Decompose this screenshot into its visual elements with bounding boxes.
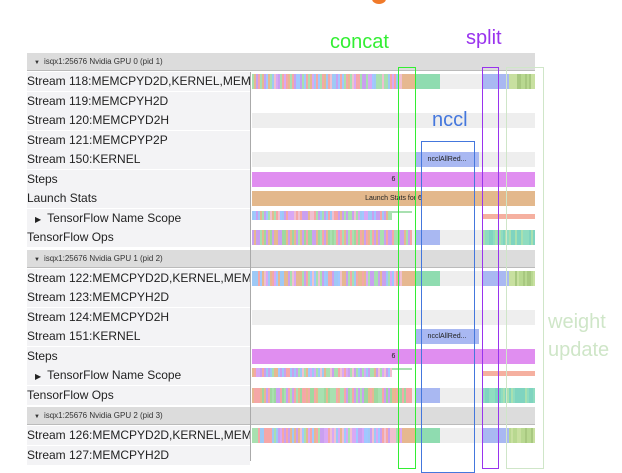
- event[interactable]: [402, 270, 415, 286]
- collapse-triangle-icon[interactable]: ▼: [34, 414, 40, 420]
- concat-label: concat: [330, 31, 389, 53]
- event[interactable]: [483, 371, 535, 376]
- event[interactable]: [483, 428, 509, 443]
- track-label: Stream 151:KERNEL: [27, 327, 250, 346]
- track-row: ▶TensorFlow Name Scope: [27, 208, 535, 228]
- track-label: Launch Stats: [27, 189, 250, 208]
- track-label: TensorFlow Ops: [27, 228, 250, 247]
- track-label: ▶TensorFlow Name Scope: [27, 366, 250, 385]
- event[interactable]: [392, 210, 412, 213]
- track-label: Stream 120:MEMCPYD2H: [27, 111, 250, 130]
- track-area[interactable]: [252, 387, 535, 403]
- event[interactable]: [483, 270, 509, 286]
- process-header[interactable]: ▼isqx1:25676 Nvidia GPU 1 (pid 2): [27, 249, 535, 268]
- event[interactable]: [392, 368, 412, 370]
- scope-events[interactable]: [252, 210, 392, 220]
- collapse-triangle-icon[interactable]: ▼: [34, 256, 40, 263]
- process-title: isqx1:25676 Nvidia GPU 0 (pid 1): [43, 57, 163, 66]
- nccl-allreduce-event[interactable]: ncclAllRed...: [415, 152, 479, 167]
- kernel-events[interactable]: [252, 74, 402, 89]
- expand-triangle-icon[interactable]: ▶: [35, 214, 42, 224]
- op-events[interactable]: [252, 387, 412, 403]
- track-label: Stream 127:MEMCPYH2D: [27, 445, 250, 465]
- track-area[interactable]: [252, 113, 535, 128]
- track-row: Stream 127:MEMCPYH2D: [27, 445, 535, 465]
- event[interactable]: [415, 74, 440, 89]
- event[interactable]: [402, 428, 415, 443]
- track-label: Stream 121:MEMCPYP2P: [27, 130, 250, 150]
- track-row: Stream 124:MEMCPYD2H: [27, 307, 535, 327]
- divider[interactable]: [250, 72, 251, 461]
- track-row: Stream 118:MEMCPYD2D,KERNEL,MEMCPY: [27, 72, 535, 91]
- track-label: Stream 123:MEMCPYH2D: [27, 288, 250, 307]
- process-title: isqx1:25676 Nvidia GPU 2 (pid 3): [43, 411, 163, 420]
- track-row: Stream 119:MEMCPYH2D: [27, 91, 535, 111]
- scope-events[interactable]: [252, 368, 392, 377]
- collapse-triangle-icon[interactable]: ▼: [34, 60, 40, 66]
- track-label: Steps: [27, 346, 250, 366]
- process-header[interactable]: ▼isqx1:25676 Nvidia GPU 2 (pid 3): [27, 407, 535, 425]
- op-events[interactable]: [483, 387, 535, 403]
- event[interactable]: [483, 74, 509, 89]
- track-area[interactable]: [252, 368, 535, 383]
- concat-box: [398, 67, 416, 469]
- weight-update-label: weight update: [548, 311, 610, 361]
- track-label: Stream 122:MEMCPYD2D,KERNEL,MEMCPY: [27, 268, 250, 288]
- track-label: Steps: [27, 169, 250, 189]
- process-header[interactable]: ▼isqx1:25676 Nvidia GPU 0 (pid 1): [27, 53, 535, 71]
- track-label: ▶TensorFlow Name Scope: [27, 208, 250, 228]
- split-box: [482, 67, 499, 469]
- track-row: Stream 150:KERNEL ncclAllRed...: [27, 150, 535, 169]
- expand-triangle-icon[interactable]: ▶: [35, 372, 42, 381]
- orange-marker: [372, 0, 386, 4]
- track-area[interactable]: [252, 309, 535, 325]
- track-row: Stream 121:MEMCPYP2P: [27, 130, 535, 150]
- track-row: TensorFlow Ops: [27, 385, 535, 405]
- step-event[interactable]: 6: [252, 348, 535, 364]
- track-row: Stream 123:MEMCPYH2D: [27, 288, 535, 307]
- kernel-events[interactable]: [252, 428, 402, 443]
- nccl-box: [421, 141, 475, 473]
- track-label: Stream 118:MEMCPYD2D,KERNEL,MEMCPY: [27, 72, 250, 91]
- track-area[interactable]: ncclAllRed...: [252, 152, 535, 167]
- track-label: Stream 126:MEMCPYD2D,KERNEL,MEMCPY: [27, 426, 250, 445]
- process-title: isqx1:25676 Nvidia GPU 1 (pid 2): [43, 253, 163, 263]
- nccl-allreduce-event[interactable]: ncclAllRed...: [415, 329, 479, 344]
- track-label: Stream 150:KERNEL: [27, 150, 250, 169]
- weight-update-events[interactable]: [509, 428, 535, 443]
- weight-update-box: [506, 67, 544, 469]
- track-area[interactable]: 6: [252, 348, 535, 364]
- kernel-events[interactable]: [252, 270, 402, 286]
- step-event[interactable]: 6: [252, 171, 535, 187]
- track-row: Stream 120:MEMCPYD2H: [27, 111, 535, 130]
- weight-update-events[interactable]: [509, 74, 535, 89]
- track-area[interactable]: Launch Stats for 6: [252, 191, 535, 206]
- track-area[interactable]: 6: [252, 171, 535, 187]
- weight-update-events[interactable]: [509, 270, 535, 286]
- track-row: ▶TensorFlow Name Scope: [27, 366, 535, 385]
- track-area[interactable]: ncclAllRed...: [252, 329, 535, 344]
- nccl-label: nccl: [432, 109, 468, 131]
- split-label: split: [466, 27, 502, 49]
- event[interactable]: [402, 74, 415, 89]
- op-events[interactable]: [252, 230, 412, 245]
- track-area[interactable]: [252, 74, 535, 89]
- launch-stats-event[interactable]: Launch Stats for 6: [252, 191, 535, 206]
- track-label: TensorFlow Ops: [27, 385, 250, 405]
- event[interactable]: [483, 213, 535, 219]
- track-area[interactable]: [252, 210, 535, 226]
- track-label: Stream 119:MEMCPYH2D: [27, 91, 250, 111]
- track-row: Stream 151:KERNEL ncclAllRed...: [27, 327, 535, 346]
- track-label: Stream 124:MEMCPYD2H: [27, 307, 250, 327]
